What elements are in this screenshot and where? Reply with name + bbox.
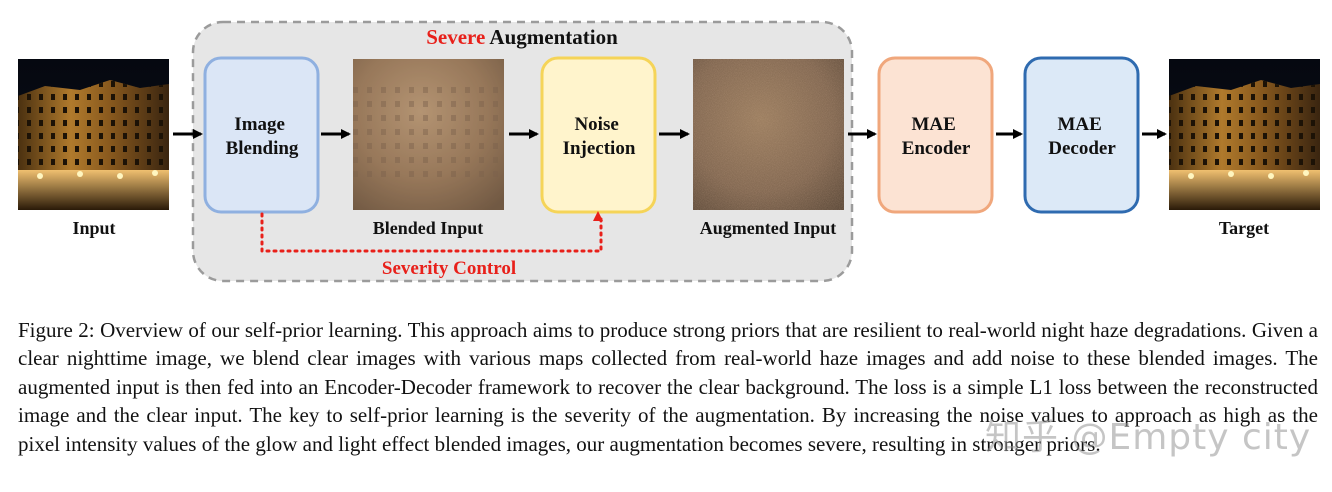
mae-decoder-label: MAE Decoder	[1048, 114, 1116, 159]
target-label: Target	[1219, 218, 1269, 238]
noise-injection-node	[540, 56, 657, 214]
pipeline-diagram: Severe Augmentation Input Image Blending…	[18, 20, 1320, 283]
target-image	[1169, 59, 1320, 210]
augmented-input-label: Augmented Input	[700, 218, 837, 238]
image-blending-node	[203, 56, 320, 214]
input-image	[18, 59, 169, 210]
image-blending-label: Image Blending	[226, 114, 299, 159]
figure-caption: Figure 2: Overview of our self-prior lea…	[18, 318, 1318, 456]
severity-control-label: Severity Control	[382, 258, 516, 279]
blended-input-label: Blended Input	[373, 218, 484, 238]
group-title: Severe Augmentation	[426, 25, 618, 49]
blended-input-image	[353, 59, 504, 210]
noise-injection-label: Noise Injection	[563, 114, 636, 159]
mae-encoder-node	[877, 56, 994, 214]
input-label: Input	[72, 218, 115, 238]
watermark: 知乎 @Empty city	[985, 417, 1312, 458]
mae-encoder-label: MAE Encoder	[902, 114, 971, 159]
mae-decoder-node	[1023, 56, 1140, 214]
augmented-input-image	[693, 59, 844, 210]
severity-control-connector	[260, 211, 603, 253]
